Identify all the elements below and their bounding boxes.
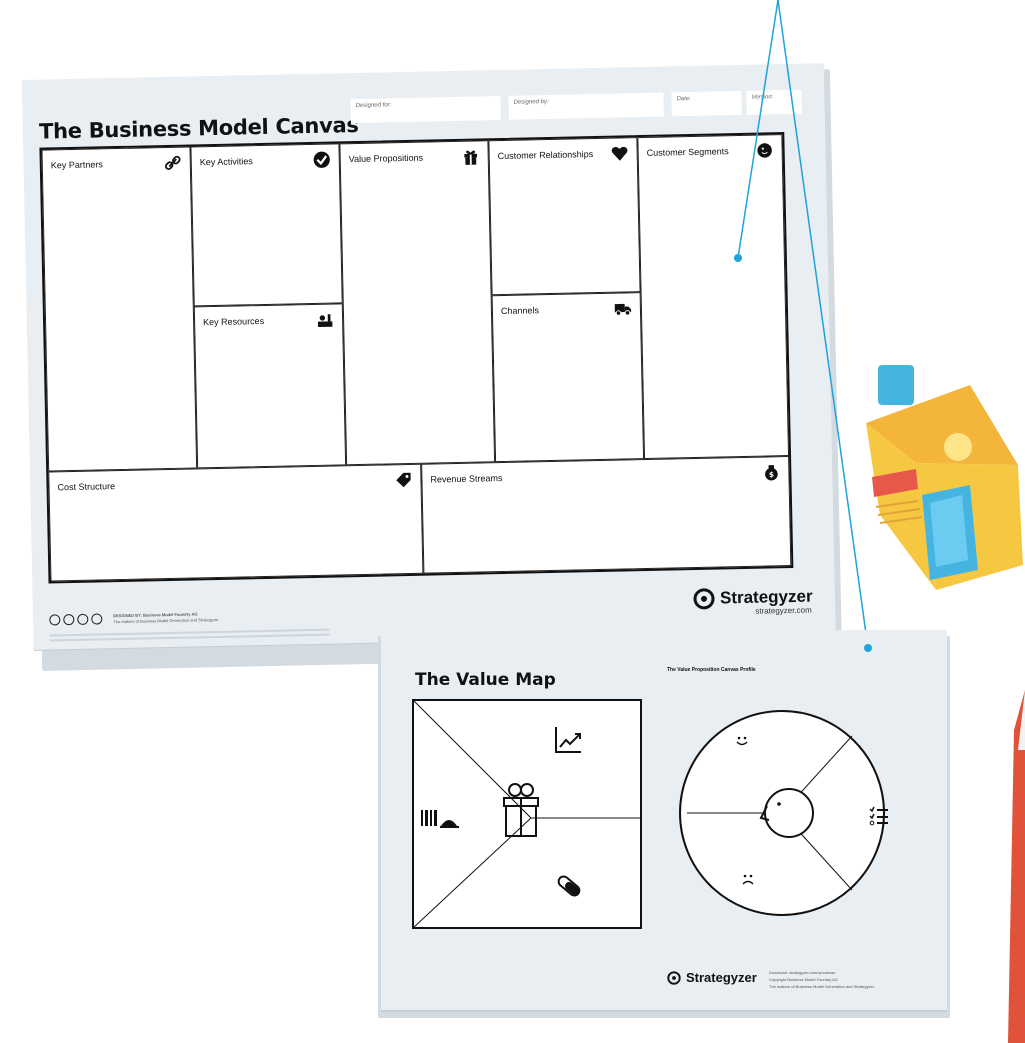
vm-footer-line1: Download: strategyzer.com/vpcanvas	[769, 970, 835, 975]
strategyzer-brand: Strategyzer	[686, 970, 757, 985]
gift-icon	[501, 778, 541, 838]
vm-footer-line2: Copyright Business Model Foundry AG	[769, 977, 838, 982]
chart-icon	[553, 725, 583, 755]
customer-profile-circle[interactable]	[677, 708, 887, 918]
value-map-sheet: The Value Map The Value Proposition Canv…	[381, 630, 947, 1010]
value-map-strategyzer-logo[interactable]: Strategyzer	[667, 970, 757, 985]
strategyzer-logo-icon	[667, 971, 681, 985]
frown-icon	[741, 874, 755, 886]
pointer-line	[738, 0, 778, 258]
vpc-profile-label: The Value Proposition Canvas Profile	[667, 667, 756, 673]
pill-icon	[555, 872, 583, 900]
red-decorative-shape	[1008, 690, 1025, 1043]
pointer-dot	[734, 254, 742, 262]
pointer-line	[778, 0, 868, 648]
value-map-title: The Value Map	[415, 670, 556, 690]
bag-illustration	[858, 365, 1023, 595]
smile-icon	[735, 736, 749, 748]
vm-footer-line3: The makers of Business Model Generation …	[769, 984, 874, 989]
barcode-icon	[421, 808, 461, 830]
list-icon	[869, 806, 889, 826]
